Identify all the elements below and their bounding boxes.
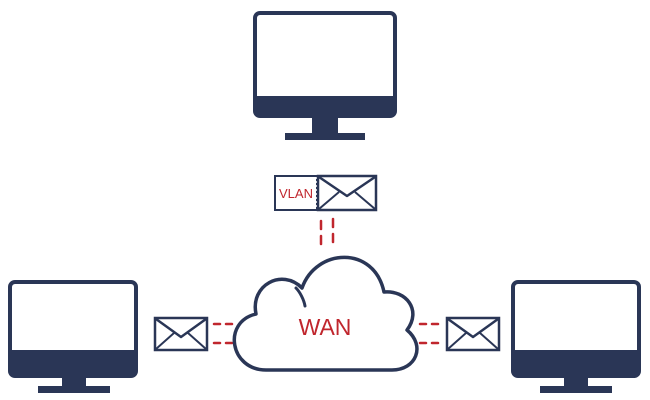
vlan-tagged-message: VLAN [274,174,378,212]
cloud-icon [232,255,419,372]
desktop-monitor-icon [253,11,397,140]
desktop-monitor-icon [511,280,641,393]
motion-lines-left [212,322,234,345]
monitor-left [8,280,138,393]
monitor-right [511,280,641,393]
vlan-tag-box [274,175,318,211]
desktop-monitor-icon [8,280,138,393]
envelope-icon [445,316,501,352]
motion-lines-right [418,322,440,345]
message-right [445,316,501,352]
motion-lines-top [319,217,335,246]
envelope-icon [153,316,209,352]
wan-cloud: WAN [232,255,419,372]
cloud-label: WAN [299,314,352,340]
monitor-top [253,11,397,140]
envelope-icon [316,174,378,212]
message-left [153,316,209,352]
vlan-tag-label: VLAN [279,186,313,201]
